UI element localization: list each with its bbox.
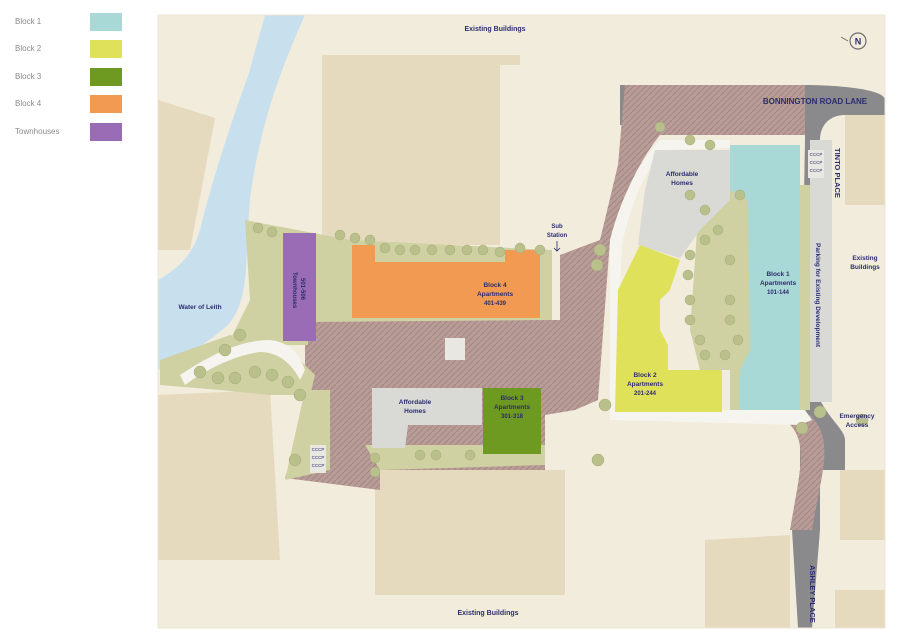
label-emergency-2: Access [846,422,869,429]
paved-access-road [785,415,825,530]
label-existing-buildings-bottom: Existing Buildings [457,610,518,617]
label-affordable-bottom-1: Affordable [399,399,432,406]
cccp-bins-west [310,445,326,473]
label-block-4-1: Block 4 [483,282,507,289]
block-3-building [483,388,541,454]
label-affordable-bottom-2: Homes [404,408,426,415]
existing-building-bottom-center [375,470,565,595]
legend-label: Block 4 [15,99,42,108]
north-arrow-icon: N [840,32,867,50]
label-cccp-west-1: CCCP [312,447,325,452]
existing-building-right-lower [840,470,885,540]
existing-building-corner [835,590,885,628]
block-1-building [730,145,800,410]
legend-label: Townhouses [15,127,60,136]
label-block-3-2: Apartments [494,404,531,411]
footpath-riverside [180,340,305,385]
existing-building-bottom-right [705,535,790,628]
townhouses-building [283,233,316,341]
label-tinto-place: TINTO PLACE [833,148,842,198]
legend-item-block-4: Block 4 [15,95,135,115]
label-block-2-2: Apartments [627,381,664,388]
label-block-1-3: 101-144 [767,290,790,296]
label-parking: Parking for Existing Development [814,243,821,348]
existing-building-top [322,55,520,245]
label-cccp-west-2: CCCP [312,455,325,460]
legend: Block 1 Block 2 Block 3 Block 4 Townhous… [0,0,150,160]
affordable-homes-bottom [372,388,482,448]
label-block-3-3: 301-318 [501,414,524,420]
block-4-building [352,245,540,318]
label-water-of-leith: Water of Leith [178,304,221,311]
north-arrow-letter: N [855,37,862,47]
label-emergency-1: Emergency [839,413,874,420]
label-affordable-top-2: Homes [671,180,693,187]
label-existing-buildings-right-2: Buildings [850,264,880,271]
legend-swatch-block-4 [90,95,122,113]
river-water-of-leith [158,15,305,370]
legend-item-townhouses: Townhouses [15,123,135,143]
legend-item-block-2: Block 2 [15,40,135,60]
label-block-1-1: Block 1 [766,271,790,278]
existing-building-left [158,100,215,250]
label-ashley-place: ASHLEY PLACE [808,565,817,623]
legend-item-block-3: Block 3 [15,68,135,88]
label-townhouses-2: 501-506 [299,278,305,301]
label-substation-2: Station [547,233,568,239]
parking-strip [810,140,832,402]
affordable-homes-top [638,150,730,258]
label-existing-buildings-right-1: Existing [852,255,877,262]
existing-building-right [845,115,885,205]
substation-arrow-icon [553,241,561,252]
label-block-4-2: Apartments [477,291,514,298]
legend-swatch-block-2 [90,40,122,58]
legend-label: Block 3 [15,72,42,81]
trees [193,121,869,478]
label-affordable-top-1: Affordable [666,171,699,178]
map-frame [157,14,886,629]
label-substation-1: Sub [551,224,563,230]
label-block-1-2: Apartments [760,280,797,287]
label-cccp-west-3: CCCP [312,463,325,468]
legend-swatch-block-3 [90,68,122,86]
cccp-bins-east [808,150,824,178]
label-existing-buildings-top: Existing Buildings [464,26,525,33]
label-townhouses-1: Townhouses [291,272,297,309]
block-2-building [615,245,722,412]
label-block-3-1: Block 3 [500,395,524,402]
label-bonnington-road-lane: BONNINGTON ROAD LANE [763,97,868,106]
label-block-2-3: 201-244 [634,391,657,397]
legend-label: Block 2 [15,44,42,53]
legend-label: Block 1 [15,17,42,26]
label-block-2-1: Block 2 [633,372,657,379]
label-cccp-east-1: CCCP [810,152,823,157]
existing-building-bottom-left [158,390,280,560]
legend-swatch-block-1 [90,13,122,31]
label-block-4-3: 401-439 [484,301,507,307]
label-cccp-east-3: CCCP [810,168,823,173]
legend-swatch-townhouses [90,123,122,141]
legend-item-block-1: Block 1 [15,13,135,33]
courtyard-kiosk [445,338,465,360]
label-cccp-east-2: CCCP [810,160,823,165]
